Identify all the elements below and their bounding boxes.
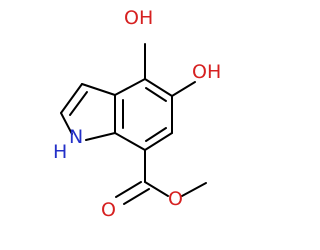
bond-n1-c7a [85,132,116,141]
bond-c7-c7a [114,132,146,151]
bond-c2-n1 [60,112,73,135]
bond-carbonyl-o-1 [115,181,142,198]
bond-c6-c7 [144,132,173,151]
molecule-canvas: OH OH H N O O [53,7,222,221]
bond-c4-c5 [144,78,173,97]
bond-c6-c7-double [145,127,167,142]
structure-diagram: OH OH H N O O [53,7,221,221]
nh-nitrogen-label: N [69,126,83,148]
bond-c3-c2-double [69,91,88,116]
bond-c3a-c4 [114,78,146,96]
bond-oether-ch3 [181,182,207,197]
bond-carbonyl-o-2 [123,188,150,205]
ester-oxygen-label: O [168,188,183,210]
bond-c3a-c3 [81,83,116,96]
hydroxyl-label-top: OH [124,7,153,29]
bond-c5-o [171,81,196,97]
bond-ccarbonyl-oether [144,181,169,197]
bond-c4-c5-double [145,87,167,102]
bond-c3-c2 [60,83,83,114]
hydroxyl-label-right: OH [192,61,221,83]
carbonyl-oxygen-label: O [101,199,116,221]
nh-hydrogen-label: H [53,141,67,163]
